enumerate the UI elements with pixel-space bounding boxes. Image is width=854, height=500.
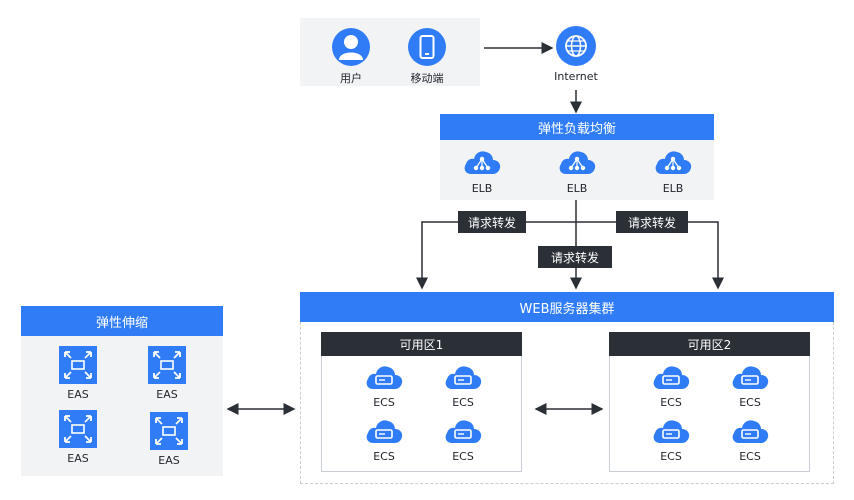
eas-node-label: EAS: [67, 452, 89, 465]
ecs-cloud-icon: [651, 362, 691, 392]
autoscale-icon: [150, 412, 188, 450]
ecs-node-label: ECS: [739, 396, 761, 409]
autoscale-icon: [59, 410, 97, 448]
elb-node-label: ELB: [662, 182, 684, 195]
web-title: WEB服务器集群: [300, 292, 834, 322]
elb-cloud-icon: [462, 147, 502, 177]
zone-2-title: 可用区2: [609, 332, 810, 356]
forward-tag-right: 请求转发: [616, 211, 688, 233]
forward-tag-left: 请求转发: [458, 211, 526, 233]
autoscale-icon: [59, 346, 97, 384]
autoscale-title: 弹性伸缩: [21, 306, 223, 336]
elb-node-label: ELB: [471, 182, 493, 195]
eas-node-label: EAS: [67, 388, 89, 401]
clients-panel: [300, 18, 480, 86]
elb-cloud-icon: [557, 147, 597, 177]
forward-tag-center: 请求转发: [538, 246, 612, 268]
ecs-node-label: ECS: [660, 450, 682, 463]
ecs-node-label: ECS: [373, 450, 395, 463]
internet-label: Internet: [554, 70, 598, 83]
ecs-node-label: ECS: [660, 396, 682, 409]
ecs-cloud-icon: [443, 362, 483, 392]
ecs-cloud-icon: [730, 362, 770, 392]
ecs-node-label: ECS: [739, 450, 761, 463]
mobile-icon: [408, 28, 446, 66]
user-icon: [332, 28, 370, 66]
elb-cloud-icon: [653, 147, 693, 177]
autoscale-icon: [148, 346, 186, 384]
globe-icon: [556, 26, 596, 66]
elb-node-label: ELB: [566, 182, 588, 195]
eas-node-label: EAS: [158, 454, 180, 467]
user-label: 用户: [340, 72, 362, 85]
ecs-node-label: ECS: [373, 396, 395, 409]
ecs-cloud-icon: [364, 416, 404, 446]
ecs-cloud-icon: [364, 362, 404, 392]
zone-1-title: 可用区1: [321, 332, 522, 356]
ecs-cloud-icon: [730, 416, 770, 446]
eas-node-label: EAS: [156, 388, 178, 401]
ecs-node-label: ECS: [452, 396, 474, 409]
ecs-cloud-icon: [651, 416, 691, 446]
elb-title: 弹性负载均衡: [440, 114, 714, 140]
ecs-node-label: ECS: [452, 450, 474, 463]
ecs-cloud-icon: [443, 416, 483, 446]
mobile-label: 移动端: [410, 72, 444, 85]
